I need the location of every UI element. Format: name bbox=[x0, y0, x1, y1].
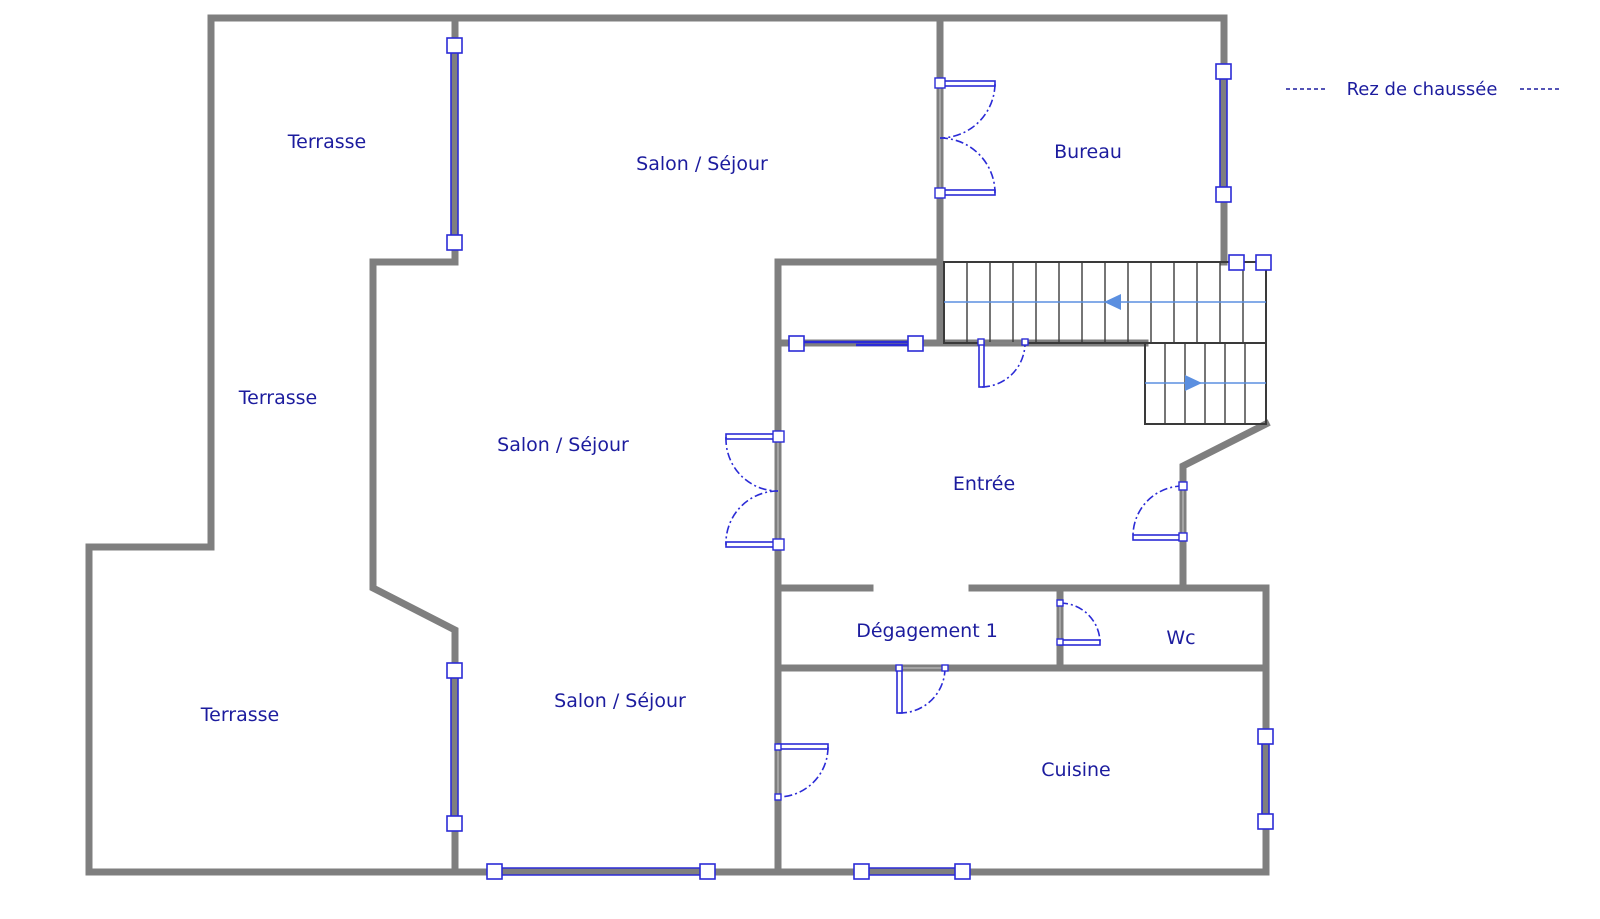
core-wall-left bbox=[774, 258, 944, 347]
window-terrasse-bottom bbox=[446, 662, 463, 832]
door-wc bbox=[1056, 599, 1101, 646]
label-terrasse-middle: Terrasse bbox=[238, 387, 318, 409]
staircase bbox=[943, 261, 1267, 425]
room-labels: Terrasse Terrasse Terrasse Salon / Séjou… bbox=[200, 131, 1196, 781]
label-degagement: Dégagement 1 bbox=[856, 620, 998, 642]
door-cuisine-top bbox=[895, 664, 949, 714]
label-bureau: Bureau bbox=[1054, 141, 1122, 163]
door-entrance bbox=[1132, 481, 1188, 542]
window-cuisine-right bbox=[1257, 728, 1274, 830]
exterior-wall bbox=[207, 14, 1228, 266]
label-terrasse-top: Terrasse bbox=[287, 131, 367, 153]
level-legend: Rez de chaussée bbox=[1286, 79, 1560, 100]
legend-level-label: Rez de chaussée bbox=[1347, 79, 1498, 100]
label-terrasse-bottom: Terrasse bbox=[200, 704, 280, 726]
terrasse-salon-wall bbox=[369, 14, 459, 876]
doors bbox=[725, 77, 1188, 801]
window-terrasse-top bbox=[446, 37, 463, 251]
label-wc: Wc bbox=[1166, 627, 1195, 649]
label-entree: Entrée bbox=[953, 473, 1015, 495]
door-storage bbox=[977, 338, 1029, 388]
door-bureau-double bbox=[934, 77, 996, 199]
stair-arrow-left-icon bbox=[1104, 294, 1121, 310]
label-salon-top: Salon / Séjour bbox=[636, 153, 768, 175]
window-bureau bbox=[1215, 63, 1232, 203]
windows bbox=[446, 37, 1274, 880]
stair-arrow-right-icon bbox=[1185, 375, 1202, 391]
door-salon-entree-double bbox=[725, 430, 785, 551]
door-salon-cuisine bbox=[774, 743, 829, 801]
label-salon-bottom: Salon / Séjour bbox=[554, 690, 686, 712]
opening-storage bbox=[788, 335, 924, 352]
window-cuisine-bottom bbox=[853, 863, 971, 880]
label-cuisine: Cuisine bbox=[1041, 759, 1111, 781]
window-salon-bottom bbox=[486, 863, 716, 880]
label-salon-middle: Salon / Séjour bbox=[497, 434, 629, 456]
window-stair-corner bbox=[1228, 254, 1272, 271]
